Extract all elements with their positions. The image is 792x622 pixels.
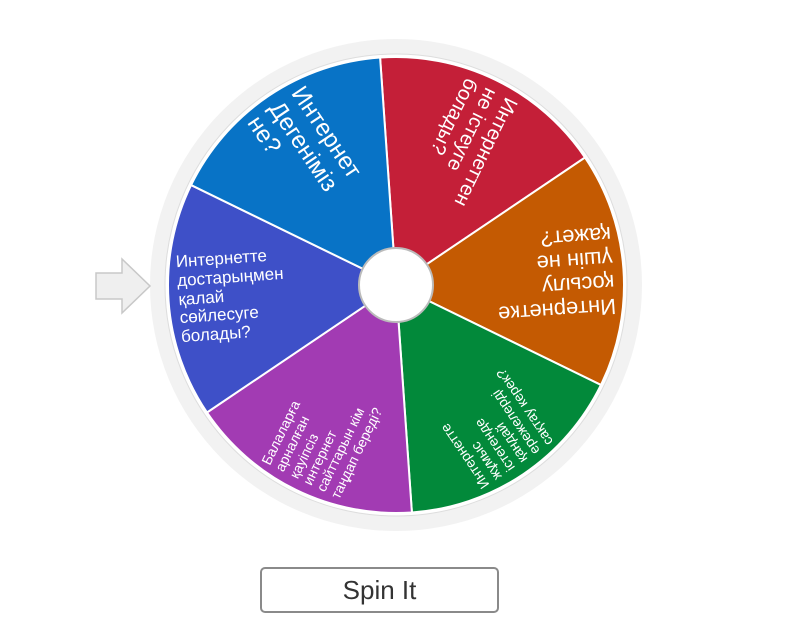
wheel-segment <box>394 156 625 387</box>
wheel-segment <box>167 183 398 414</box>
arrow-right-icon <box>95 257 152 315</box>
wheel-hub <box>358 247 434 323</box>
wheel-segment <box>205 283 413 514</box>
segment-label: Интернетке қосылу үшін не қажет? <box>497 221 617 328</box>
wheel-segment <box>379 56 587 287</box>
segment-label: Интернетте достарыңмен қалай сөйлесуге б… <box>175 246 285 347</box>
wheel-segment <box>189 56 398 287</box>
wheel-segment <box>394 283 603 514</box>
spin-button[interactable]: Spin It <box>260 567 499 613</box>
